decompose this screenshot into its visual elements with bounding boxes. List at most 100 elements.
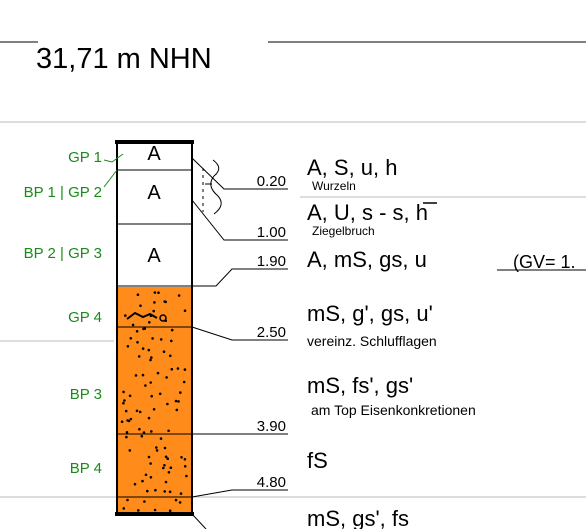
sand-dot xyxy=(122,401,125,405)
sand-dot xyxy=(183,368,187,371)
sand-dot xyxy=(183,309,187,313)
description-7-main: mS, gs', fs xyxy=(307,506,409,529)
sand-dot xyxy=(159,338,163,341)
sand-dot xyxy=(133,482,137,486)
gravel-lens-mark xyxy=(126,311,158,320)
sand-dot xyxy=(120,420,124,424)
sand-dot xyxy=(168,509,172,512)
sand-dot xyxy=(177,400,180,403)
sand-dot xyxy=(179,391,182,394)
sand-dot xyxy=(177,294,181,297)
sand-dot xyxy=(164,480,168,484)
depth-label-2-50: 2.50 xyxy=(257,324,286,341)
sand-dot xyxy=(176,367,180,370)
sand-dot xyxy=(167,471,171,474)
sand-dot xyxy=(174,498,178,502)
sand-dot xyxy=(125,431,129,434)
depth-labels: 0.20 1.00 1.90 2.50 3.90 4.80 xyxy=(257,173,286,491)
sand-dot xyxy=(163,464,166,467)
sand-dot xyxy=(149,476,153,479)
sand-dot xyxy=(183,465,187,468)
sand-dot xyxy=(127,419,131,423)
depth-label-1-90: 1.90 xyxy=(257,253,286,270)
sample-label-bp2-gp3: BP 2 | GP 3 xyxy=(24,245,102,262)
sand-dot xyxy=(157,291,160,295)
sand-dot xyxy=(134,374,138,377)
sand-dot xyxy=(155,449,159,452)
sample-label-gp4: GP 4 xyxy=(68,309,102,326)
layer-symbol-1: A xyxy=(147,143,161,165)
sand-dot xyxy=(138,427,141,431)
sand-dot xyxy=(148,321,151,324)
sand-dot xyxy=(136,341,139,344)
sand-dot xyxy=(169,466,173,470)
sand-dot xyxy=(125,435,128,439)
depth-label-3-90: 3.90 xyxy=(257,418,286,435)
sand-dot xyxy=(175,408,179,412)
layer-boundaries xyxy=(117,169,192,498)
sample-label-bp1-gp2: BP 1 | GP 2 xyxy=(24,184,102,201)
sample-label-bp4: BP 4 xyxy=(70,460,102,477)
sand-dot xyxy=(131,323,135,327)
depth-markers xyxy=(191,157,288,529)
sand-dot xyxy=(149,462,152,465)
sand-dot xyxy=(143,500,146,503)
sample-labels: GP 1 BP 1 | GP 2 BP 2 | GP 3 GP 4 BP 3 B… xyxy=(24,149,102,477)
sand-dot xyxy=(126,345,130,348)
sand-dot xyxy=(159,437,163,440)
sand-dot xyxy=(156,371,160,375)
sand-dot xyxy=(126,498,129,502)
sand-dot xyxy=(153,291,157,294)
sand-dot xyxy=(150,430,153,433)
layer-symbol-2: A xyxy=(147,182,161,204)
sand-dot xyxy=(163,446,167,450)
sand-dot xyxy=(128,449,132,452)
depth-label-4-80: 4.80 xyxy=(257,474,286,491)
sand-dot xyxy=(154,488,157,492)
sample-label-bp3: BP 3 xyxy=(70,386,102,403)
sand-dot xyxy=(182,380,186,384)
sand-dot xyxy=(178,501,182,504)
root-and-brick-marks xyxy=(202,159,222,215)
sand-dot xyxy=(129,337,133,340)
sand-dot xyxy=(129,417,133,421)
elevation-label: 31,71 m NHN xyxy=(36,43,212,75)
sand-dot xyxy=(146,489,149,493)
sand-dot xyxy=(150,356,153,359)
description-2-note: Ziegelbruch xyxy=(312,224,375,238)
sand-dot xyxy=(162,350,166,354)
sand-dot xyxy=(168,490,172,494)
sand-dot xyxy=(124,409,128,413)
sand-dot xyxy=(138,410,142,414)
sand-dot xyxy=(163,490,166,493)
gravel-lens-circle xyxy=(159,314,167,322)
description-3-main: A, mS, gs, u xyxy=(307,247,427,272)
description-1-note: Wurzeln xyxy=(312,179,356,193)
sand-dot xyxy=(137,509,140,512)
sand-dot xyxy=(151,337,154,340)
depth-label-0-20: 0.20 xyxy=(257,173,286,190)
sand-dot xyxy=(170,367,174,371)
description-3-gv: (GV= 1. xyxy=(513,252,576,272)
description-6-main: fS xyxy=(307,448,328,473)
sand-dot xyxy=(166,457,169,461)
sand-dot xyxy=(153,508,157,512)
soil-descriptions: A, S, u, h Wurzeln A, U, s - s, h Ziegel… xyxy=(307,155,586,529)
description-4-note: vereinz. Schlufflagen xyxy=(307,333,437,349)
sand-dot xyxy=(152,309,155,313)
description-5-note: am Top Eisenkonkretionen xyxy=(311,402,476,418)
layer-symbol-3: A xyxy=(147,245,161,267)
sand-dot xyxy=(124,314,127,317)
sand-dot xyxy=(170,339,173,343)
sand-dot xyxy=(147,416,151,420)
sand-dot xyxy=(142,431,146,434)
sand-dot xyxy=(152,408,156,411)
sand-dot xyxy=(139,304,142,308)
sand-dot xyxy=(137,355,141,358)
sand-dot xyxy=(164,300,167,304)
sand-dot xyxy=(185,474,188,478)
sand-dot xyxy=(180,456,183,459)
sand-dot xyxy=(169,354,172,358)
sand-dot xyxy=(143,327,147,330)
